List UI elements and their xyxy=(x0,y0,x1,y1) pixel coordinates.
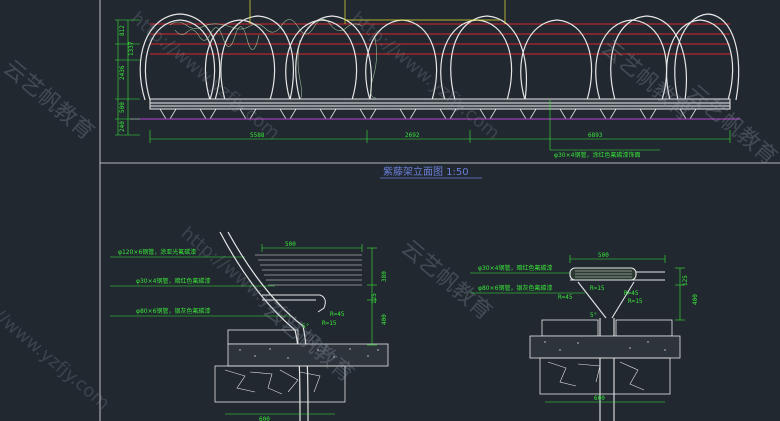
right-gravel-hatch xyxy=(544,341,666,351)
seat-slats xyxy=(575,270,632,278)
left-label-1: φ120×6钢管，涂亚光氟碳漆 xyxy=(118,248,196,256)
vdim-500: 500 xyxy=(119,102,126,113)
right-r15-b: R=15 xyxy=(628,298,643,305)
vdim-2436: 2436 xyxy=(119,65,126,80)
red-rails xyxy=(150,23,730,55)
callout-leader xyxy=(549,100,660,151)
pergola-elevation: 812 1337 2436 500 240 5588 2692 6893 φ30… xyxy=(115,0,740,179)
drawing-frame xyxy=(99,0,780,421)
left-r15: R=15 xyxy=(322,320,337,327)
left-section-detail: φ120×6钢管，涂亚光氟碳漆 φ30×4钢管，暗红色氟碳漆 φ80×6钢管，银… xyxy=(110,231,389,421)
left-dim-600: 600 xyxy=(259,416,270,421)
gravel-hatch xyxy=(239,348,379,359)
right-dim-125: 125 xyxy=(682,275,689,286)
right-r45-b: R=45 xyxy=(558,294,573,301)
right-r45-a: R=45 xyxy=(624,290,639,297)
vine-sketch xyxy=(169,18,377,101)
base-bench xyxy=(149,98,731,110)
right-label-1: φ30×4钢管，暗红色氟碳漆 xyxy=(478,264,552,272)
bench-seat-profile xyxy=(262,294,326,313)
elevation-title: 紫藤架立面图 1:50 xyxy=(383,165,469,178)
elevation-vertical-dims xyxy=(115,19,140,136)
left-dims xyxy=(225,244,377,415)
right-dims xyxy=(545,255,685,403)
vdim-1337: 1337 xyxy=(128,41,135,56)
right-dim-400: 400 xyxy=(692,294,699,305)
watermark-url-2: http://www.yzfjy.com xyxy=(347,8,504,144)
hdim-6893: 6893 xyxy=(588,132,603,139)
left-r45: R=45 xyxy=(330,311,345,318)
hdim-2692: 2692 xyxy=(405,132,420,139)
right-foundation xyxy=(529,319,681,395)
left-label-2: φ30×4钢管，暗红色氟碳漆 xyxy=(136,277,210,285)
hdim-5588: 5588 xyxy=(250,132,265,139)
watermark-brand-1: 云艺帆教育 xyxy=(0,55,98,145)
right-dim-500: 500 xyxy=(598,252,609,259)
right-section-detail: φ30×4钢管，暗红色氟碳漆 φ80×6钢管，银灰色氟碳漆 xyxy=(470,252,699,421)
left-dim-500: 500 xyxy=(285,241,296,248)
watermark-url-5: http://www.yzfjy.com xyxy=(717,0,780,44)
vdim-812: 812 xyxy=(119,25,126,36)
top-callout-leaders xyxy=(249,0,506,24)
left-dim-125: 125 xyxy=(371,293,378,304)
right-label-2: φ80×6钢管，银灰色氟碳漆 xyxy=(478,284,552,292)
left-leaders xyxy=(110,256,290,317)
left-foundation xyxy=(214,329,389,403)
left-dim-400: 400 xyxy=(381,314,388,325)
bench-legs xyxy=(159,108,697,120)
watermark-brand-3: 云艺帆教育 xyxy=(681,80,780,170)
bench-slats xyxy=(255,254,362,286)
watermark-url-3: http://www.yzfjy.com xyxy=(0,278,114,414)
right-leaders xyxy=(470,272,585,294)
watermark-brand-4: 云艺帆教育 xyxy=(396,235,496,325)
vdim-240: 240 xyxy=(119,121,126,132)
right-angle: 5° xyxy=(590,312,597,319)
left-angle: 5° xyxy=(302,323,309,330)
right-dim-600: 600 xyxy=(594,395,605,402)
elevation-horizontal-dims xyxy=(149,130,731,143)
left-label-3: φ80×6钢管，银灰色氟碳漆 xyxy=(136,307,210,315)
right-r15-a: R=15 xyxy=(590,285,605,292)
elevation-callout: φ30×4钢管，涂红色氟碳漆饰面 xyxy=(554,151,640,159)
watermark-url-4: http://www.yzfjy.com xyxy=(177,223,334,359)
left-dim-380: 380 xyxy=(381,271,388,282)
